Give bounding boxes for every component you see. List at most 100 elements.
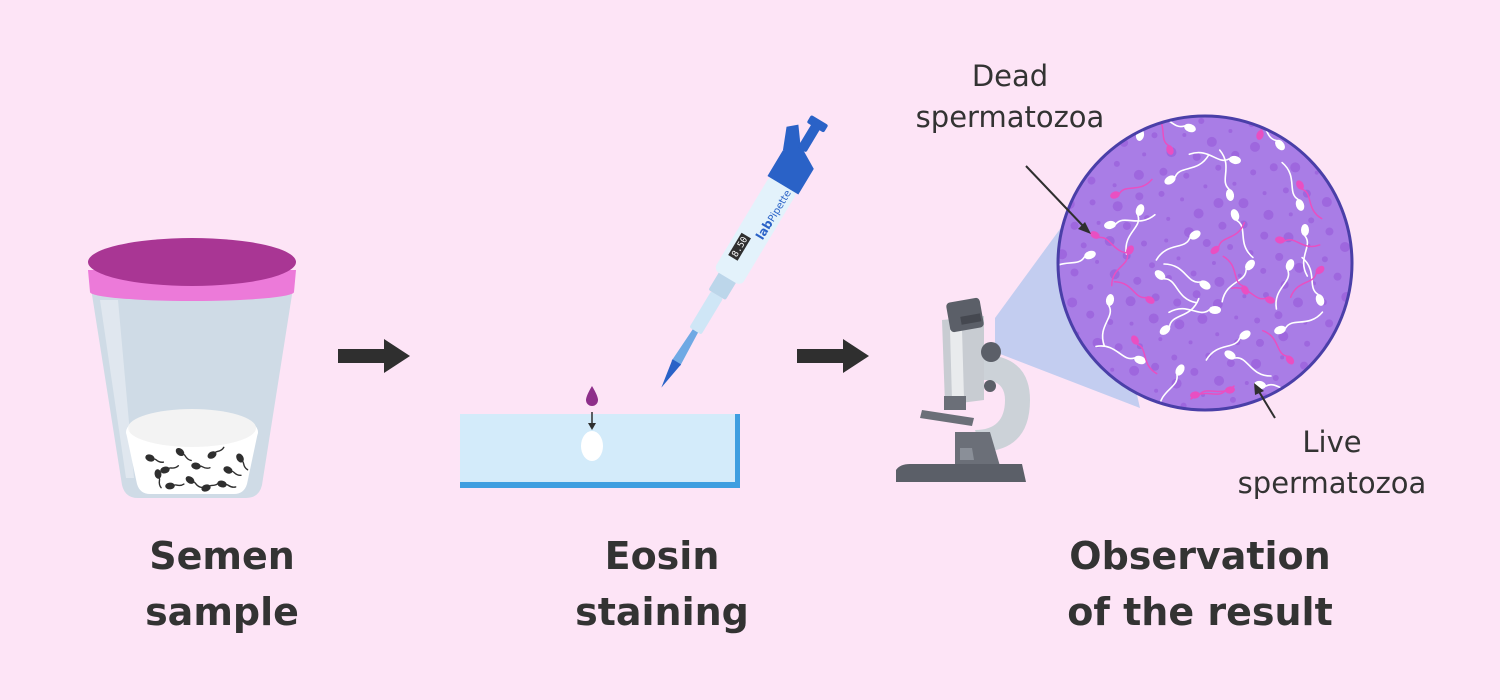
field-texture-dot <box>1251 358 1262 369</box>
dead-sperm <box>1210 222 1246 255</box>
magnified-field-icon <box>1056 114 1354 412</box>
field-texture-dot <box>1333 272 1342 281</box>
field-texture-dot <box>1193 208 1204 219</box>
field-sperm-group <box>1058 116 1325 410</box>
field-texture-dot <box>1113 160 1120 167</box>
field-texture-dot <box>1215 332 1220 337</box>
live-sperm <box>1205 330 1251 361</box>
field-texture-dot <box>1282 187 1289 194</box>
field-texture-dot <box>1159 167 1168 176</box>
field-texture-dot <box>1214 375 1225 386</box>
dead-sperm <box>1275 236 1321 248</box>
field-texture-dot <box>1314 170 1319 175</box>
live-sperm <box>1101 294 1115 347</box>
dead-sperm <box>1230 287 1275 304</box>
field-texture-dot <box>1154 388 1159 393</box>
live-sperm <box>1224 350 1272 377</box>
field-texture-dot <box>1166 216 1171 221</box>
field-texture-dot <box>1300 361 1309 370</box>
field-texture-dot <box>1197 313 1208 324</box>
field-texture-dot <box>1229 396 1236 403</box>
live-sperm <box>1301 224 1309 277</box>
field-texture-dot <box>1164 238 1169 243</box>
field-texture-dot <box>1107 318 1114 325</box>
field-texture-dot <box>1234 315 1239 320</box>
live-sperm <box>1159 297 1200 335</box>
field-texture-dot <box>1151 132 1158 139</box>
live-sperm <box>1188 151 1241 165</box>
field-texture-dot <box>1183 172 1190 179</box>
live-sperm <box>1221 259 1255 303</box>
live-sperm <box>1154 270 1198 304</box>
live-sperm <box>1168 306 1221 314</box>
field-texture-dot <box>1171 378 1182 389</box>
sample-droplet <box>581 431 603 461</box>
field-texture-dot <box>1242 294 1247 299</box>
step-label-line2: of the result <box>1067 590 1333 634</box>
sample-sperm <box>236 453 249 471</box>
arrow-right-icon <box>338 339 410 373</box>
dead-sperm <box>1296 180 1323 220</box>
field-texture-dot <box>1095 259 1100 264</box>
field-texture-dot <box>1133 276 1142 285</box>
field-texture-dot <box>1211 261 1216 265</box>
field-texture-dot <box>1244 381 1249 386</box>
step-label-observation: Observation of the result <box>1040 528 1360 640</box>
sample-sperm <box>160 465 180 474</box>
field-texture-dot <box>1171 354 1178 361</box>
field-texture-dot <box>1070 221 1079 230</box>
step-label-eosin: Eosin staining <box>532 528 792 640</box>
field-texture-dot <box>1215 164 1222 171</box>
live-sperm <box>1125 204 1145 255</box>
specimen-cup-icon <box>88 238 296 498</box>
field-texture-dot <box>1294 262 1305 273</box>
eosin-drop-icon <box>586 386 598 430</box>
field-texture-dot <box>1202 239 1211 248</box>
field-texture-dot <box>1308 217 1315 224</box>
field-texture-dot <box>1135 192 1144 201</box>
field-border <box>1056 114 1354 412</box>
field-texture-dot <box>1255 338 1264 347</box>
field-texture-dot <box>1198 118 1205 125</box>
field-texture-dot <box>1321 256 1328 263</box>
live-pointer <box>1254 383 1276 419</box>
live-sperm <box>1104 213 1156 230</box>
live-sperm <box>1275 259 1295 310</box>
dead-sperm <box>1190 385 1235 399</box>
field-texture-dot <box>1237 273 1242 278</box>
step-label-line1: Eosin <box>604 534 720 578</box>
live-sperm <box>1058 250 1096 274</box>
field-texture-dot <box>1227 244 1234 251</box>
field-texture-dot <box>1321 197 1332 208</box>
field-texture-dot <box>1087 284 1094 291</box>
field-texture-dot <box>1203 184 1208 189</box>
field-texture-dot <box>1228 128 1233 133</box>
field-texture-dot <box>1125 296 1136 307</box>
sample-sperm <box>185 476 203 489</box>
field-texture-dot <box>1260 267 1267 274</box>
field-texture-dot <box>1226 359 1235 368</box>
sample-sperm <box>217 480 237 488</box>
field-texture-dot <box>1112 183 1117 188</box>
field-texture-dot <box>1260 231 1269 240</box>
field-texture-dot <box>1149 262 1156 269</box>
field-texture-dot <box>1274 311 1283 320</box>
step-label-line1: Observation <box>1069 534 1331 578</box>
field-texture-dot <box>1304 340 1311 347</box>
field-texture-dot <box>1280 355 1285 360</box>
dead-callout-line2: spermatozoa <box>915 100 1105 134</box>
live-callout: Live spermatozoa <box>1222 422 1442 504</box>
live-sperm <box>1095 345 1146 365</box>
field-texture-dot <box>1096 220 1101 225</box>
live-sperm <box>1274 311 1324 335</box>
sample-sperm <box>175 447 192 462</box>
field-texture-dot <box>1110 367 1115 372</box>
sample-sperm <box>191 462 211 470</box>
sample-sperm-group <box>145 446 249 492</box>
live-sperm <box>1230 209 1254 259</box>
field-texture-dot <box>1192 290 1201 299</box>
sample-sperm <box>154 469 162 489</box>
field-texture <box>1058 116 1352 409</box>
microscope-slide-icon <box>460 414 740 488</box>
step-label-line2: staining <box>575 590 749 634</box>
